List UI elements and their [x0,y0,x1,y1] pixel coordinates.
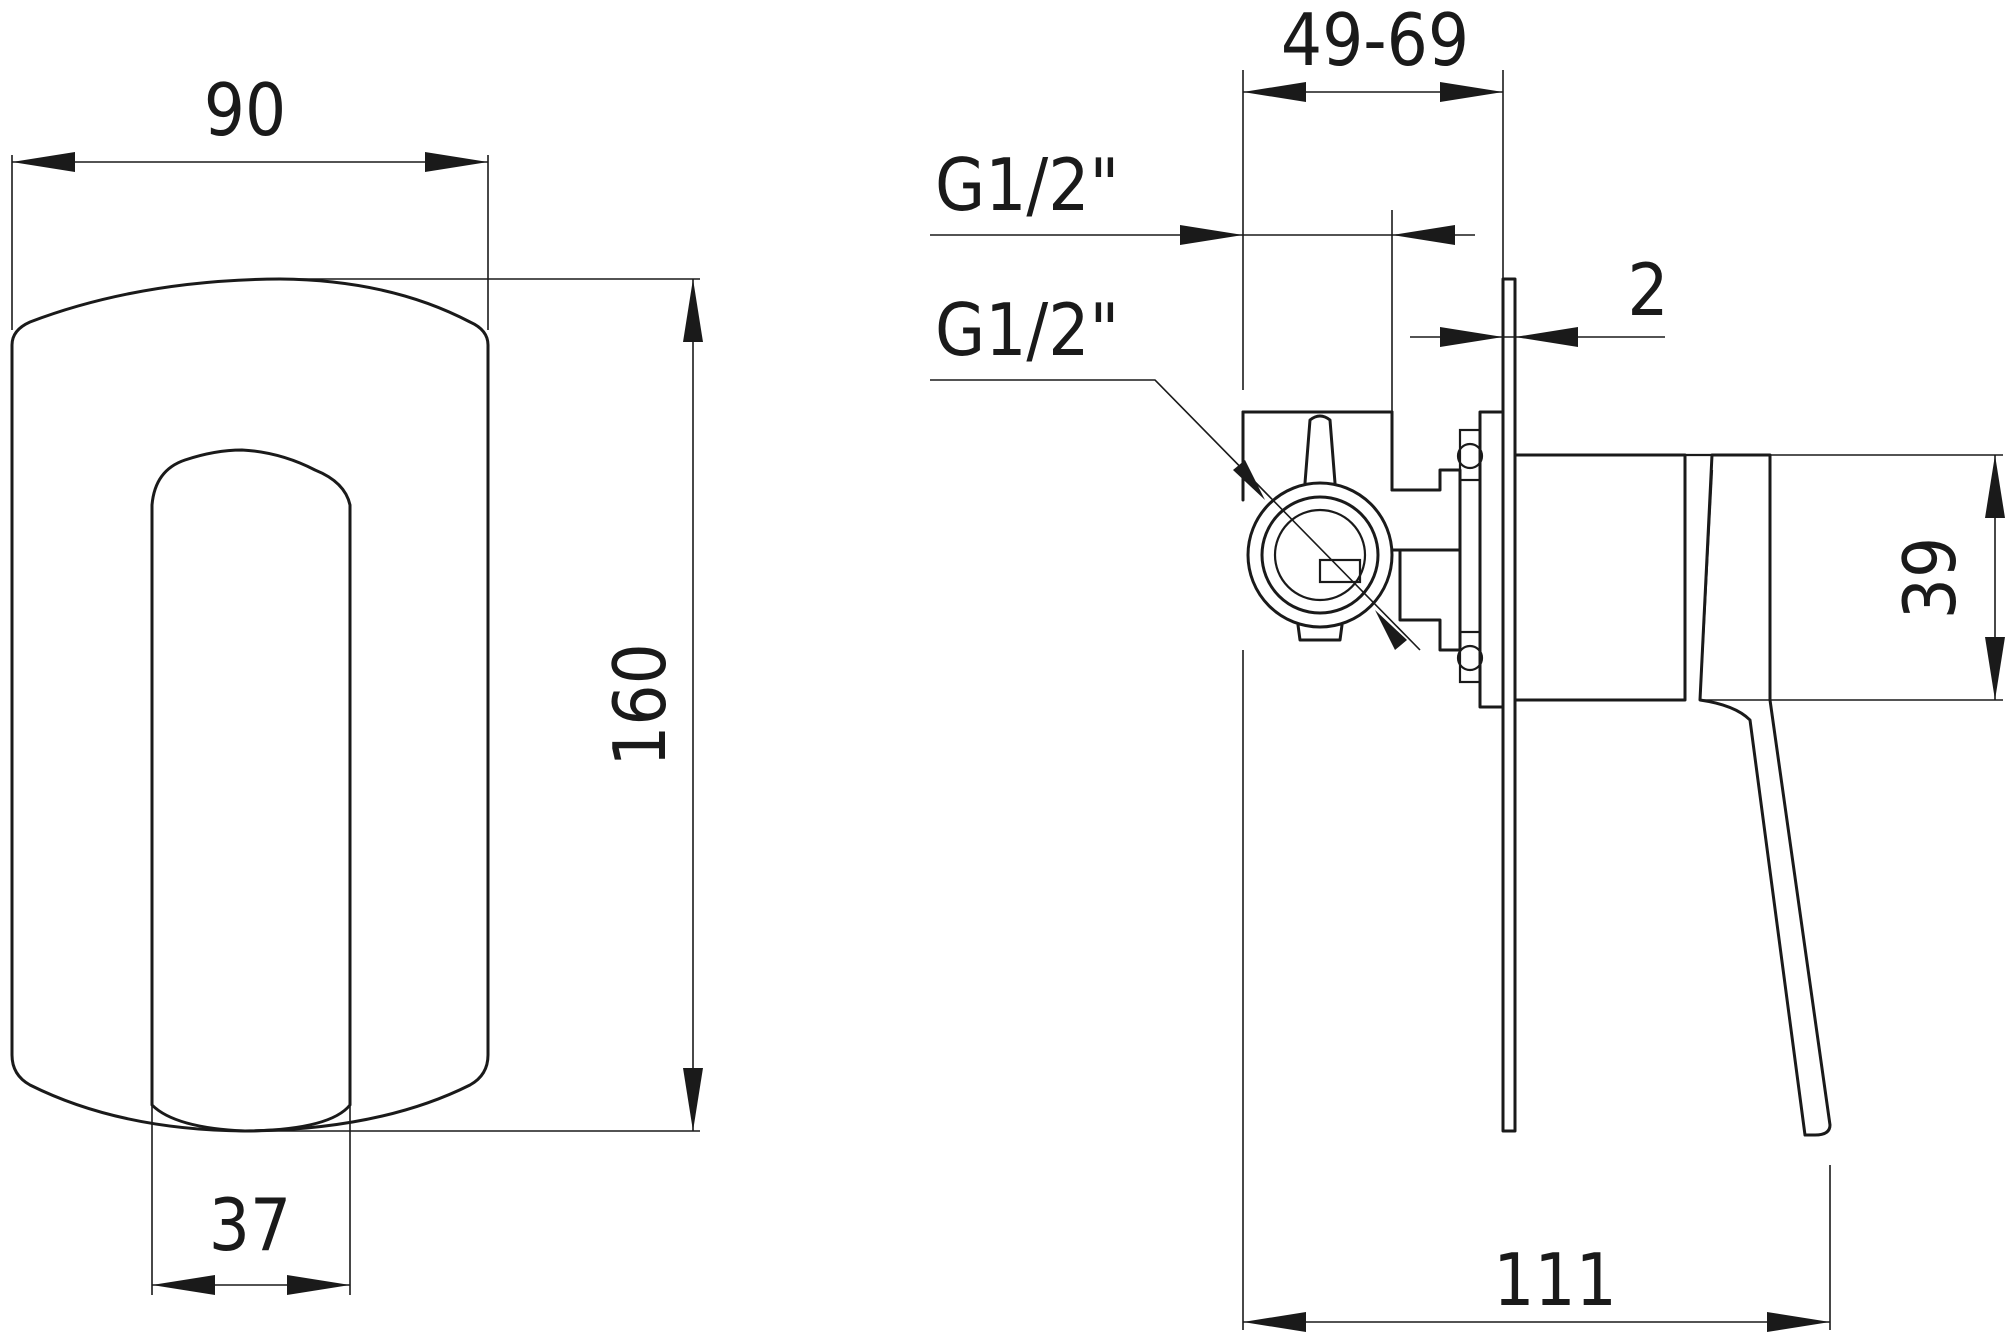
side-lever-handle [1698,453,1832,1137]
dim-2-arrow-left [1440,327,1503,347]
dim-90-arrow-left [12,152,75,172]
side-cover-plate [1501,277,1517,1133]
side-body-flange [1478,410,1505,709]
side-valve-body [1241,410,1462,652]
dim-160-arrow-bottom [683,1068,703,1131]
inlet-bore-circle [1273,508,1367,602]
dim-160-arrow-top [683,279,703,342]
dim-39-arrow-bottom [1985,637,2005,700]
dim-2-arrow-right [1515,327,1578,347]
inlet-pin [1318,558,1362,584]
g-bottom-arrow-b [1375,610,1407,650]
dim-111-arrow-right [1767,1312,1830,1332]
screw-top [1456,428,1484,482]
g-bottom-arrow-a [1233,460,1265,500]
g-top-arrow-left [1180,225,1243,245]
screw-bottom [1456,630,1484,684]
dim-39-arrow-top [1985,455,2005,518]
front-handle [150,448,352,1133]
side-view: 49-69 G1/2" G1/2" 2 39 111 [930,0,2005,1332]
g-top-label: G1/2" [935,143,1119,227]
dim-37-arrow-right [287,1275,350,1295]
inlet-outer-circle [1246,481,1394,629]
dim-4969-label: 49-69 [1281,0,1469,82]
front-cover-plate [10,277,490,1133]
dim-37-arrow-left [152,1275,215,1295]
dim-111-arrow-left [1243,1312,1306,1332]
g-bottom-leader [930,379,1421,651]
dim-4969-arrow-left [1243,82,1306,102]
dim-160-label: 160 [598,643,682,767]
inlet-inner-circle [1260,495,1380,615]
g-top-arrow-right [1392,225,1455,245]
dim-90-label: 90 [204,68,286,152]
side-handle-base [1513,453,1687,702]
dim-2-label: 2 [1627,248,1668,332]
inlet-bottom-lug [1296,623,1344,642]
dim-90-arrow-right [425,152,488,172]
front-view: 90 160 37 [10,68,703,1295]
dim-37-label: 37 [209,1183,291,1267]
dim-4969-arrow-right [1440,82,1503,102]
dim-111-label: 111 [1493,1238,1617,1322]
dim-39-label: 39 [1888,537,1972,619]
inlet-top-lug [1303,414,1337,485]
g-bottom-label: G1/2" [935,288,1119,372]
